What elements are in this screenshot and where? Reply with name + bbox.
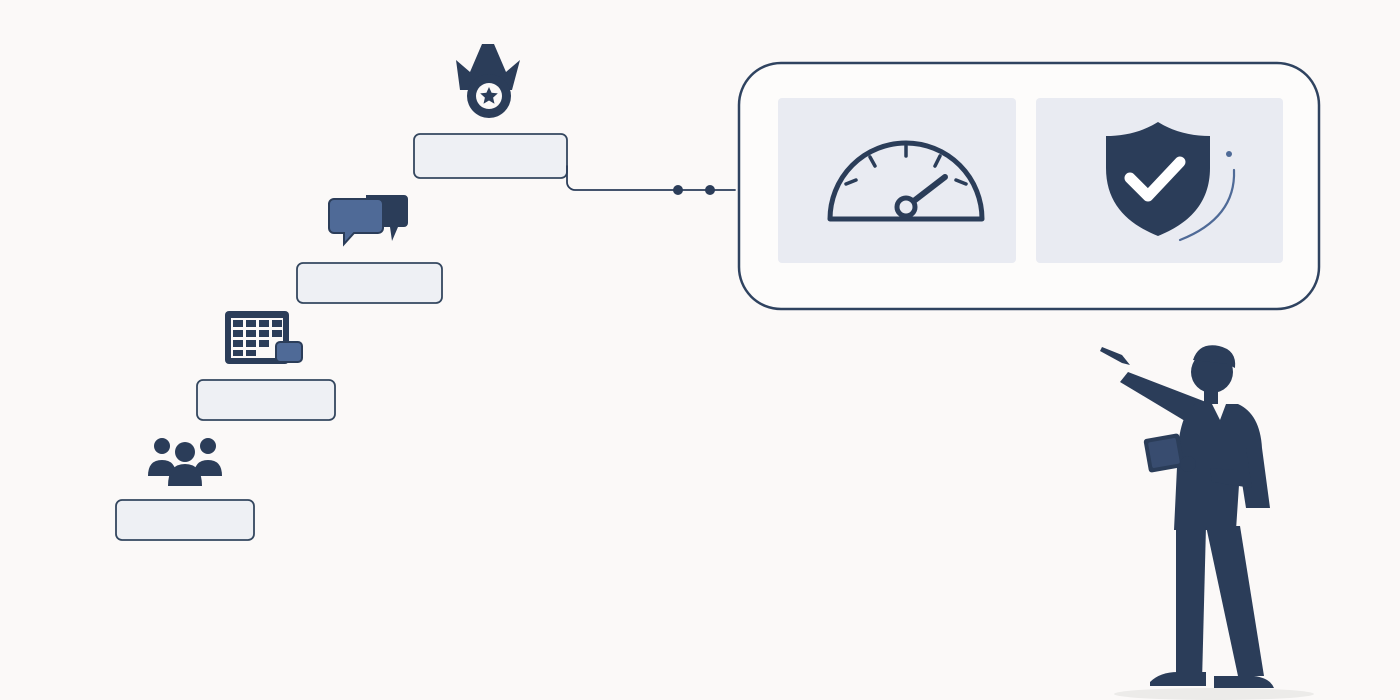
connector-dot	[705, 185, 715, 195]
step-4	[413, 133, 568, 179]
connector-line	[566, 165, 736, 195]
step-2	[196, 379, 336, 421]
step-3-plate	[296, 262, 443, 304]
step-2-plate	[196, 379, 336, 421]
step-1-plate	[115, 499, 255, 541]
crown-star-icon	[456, 44, 520, 118]
presenter-figure-icon	[1100, 345, 1314, 700]
calendar-grid-icon	[225, 311, 303, 364]
chat-bubbles-icon	[328, 195, 408, 247]
team-icon	[148, 438, 222, 486]
outcome-panel	[737, 61, 1321, 311]
speed-card	[778, 98, 1016, 263]
shield-check-icon	[1106, 122, 1236, 242]
step-1	[115, 499, 255, 541]
speedometer-gauge-icon	[827, 140, 985, 222]
step-3	[296, 262, 443, 304]
step-4-plate	[413, 133, 568, 179]
connector-dot	[673, 185, 683, 195]
tablet-icon	[1143, 433, 1185, 473]
